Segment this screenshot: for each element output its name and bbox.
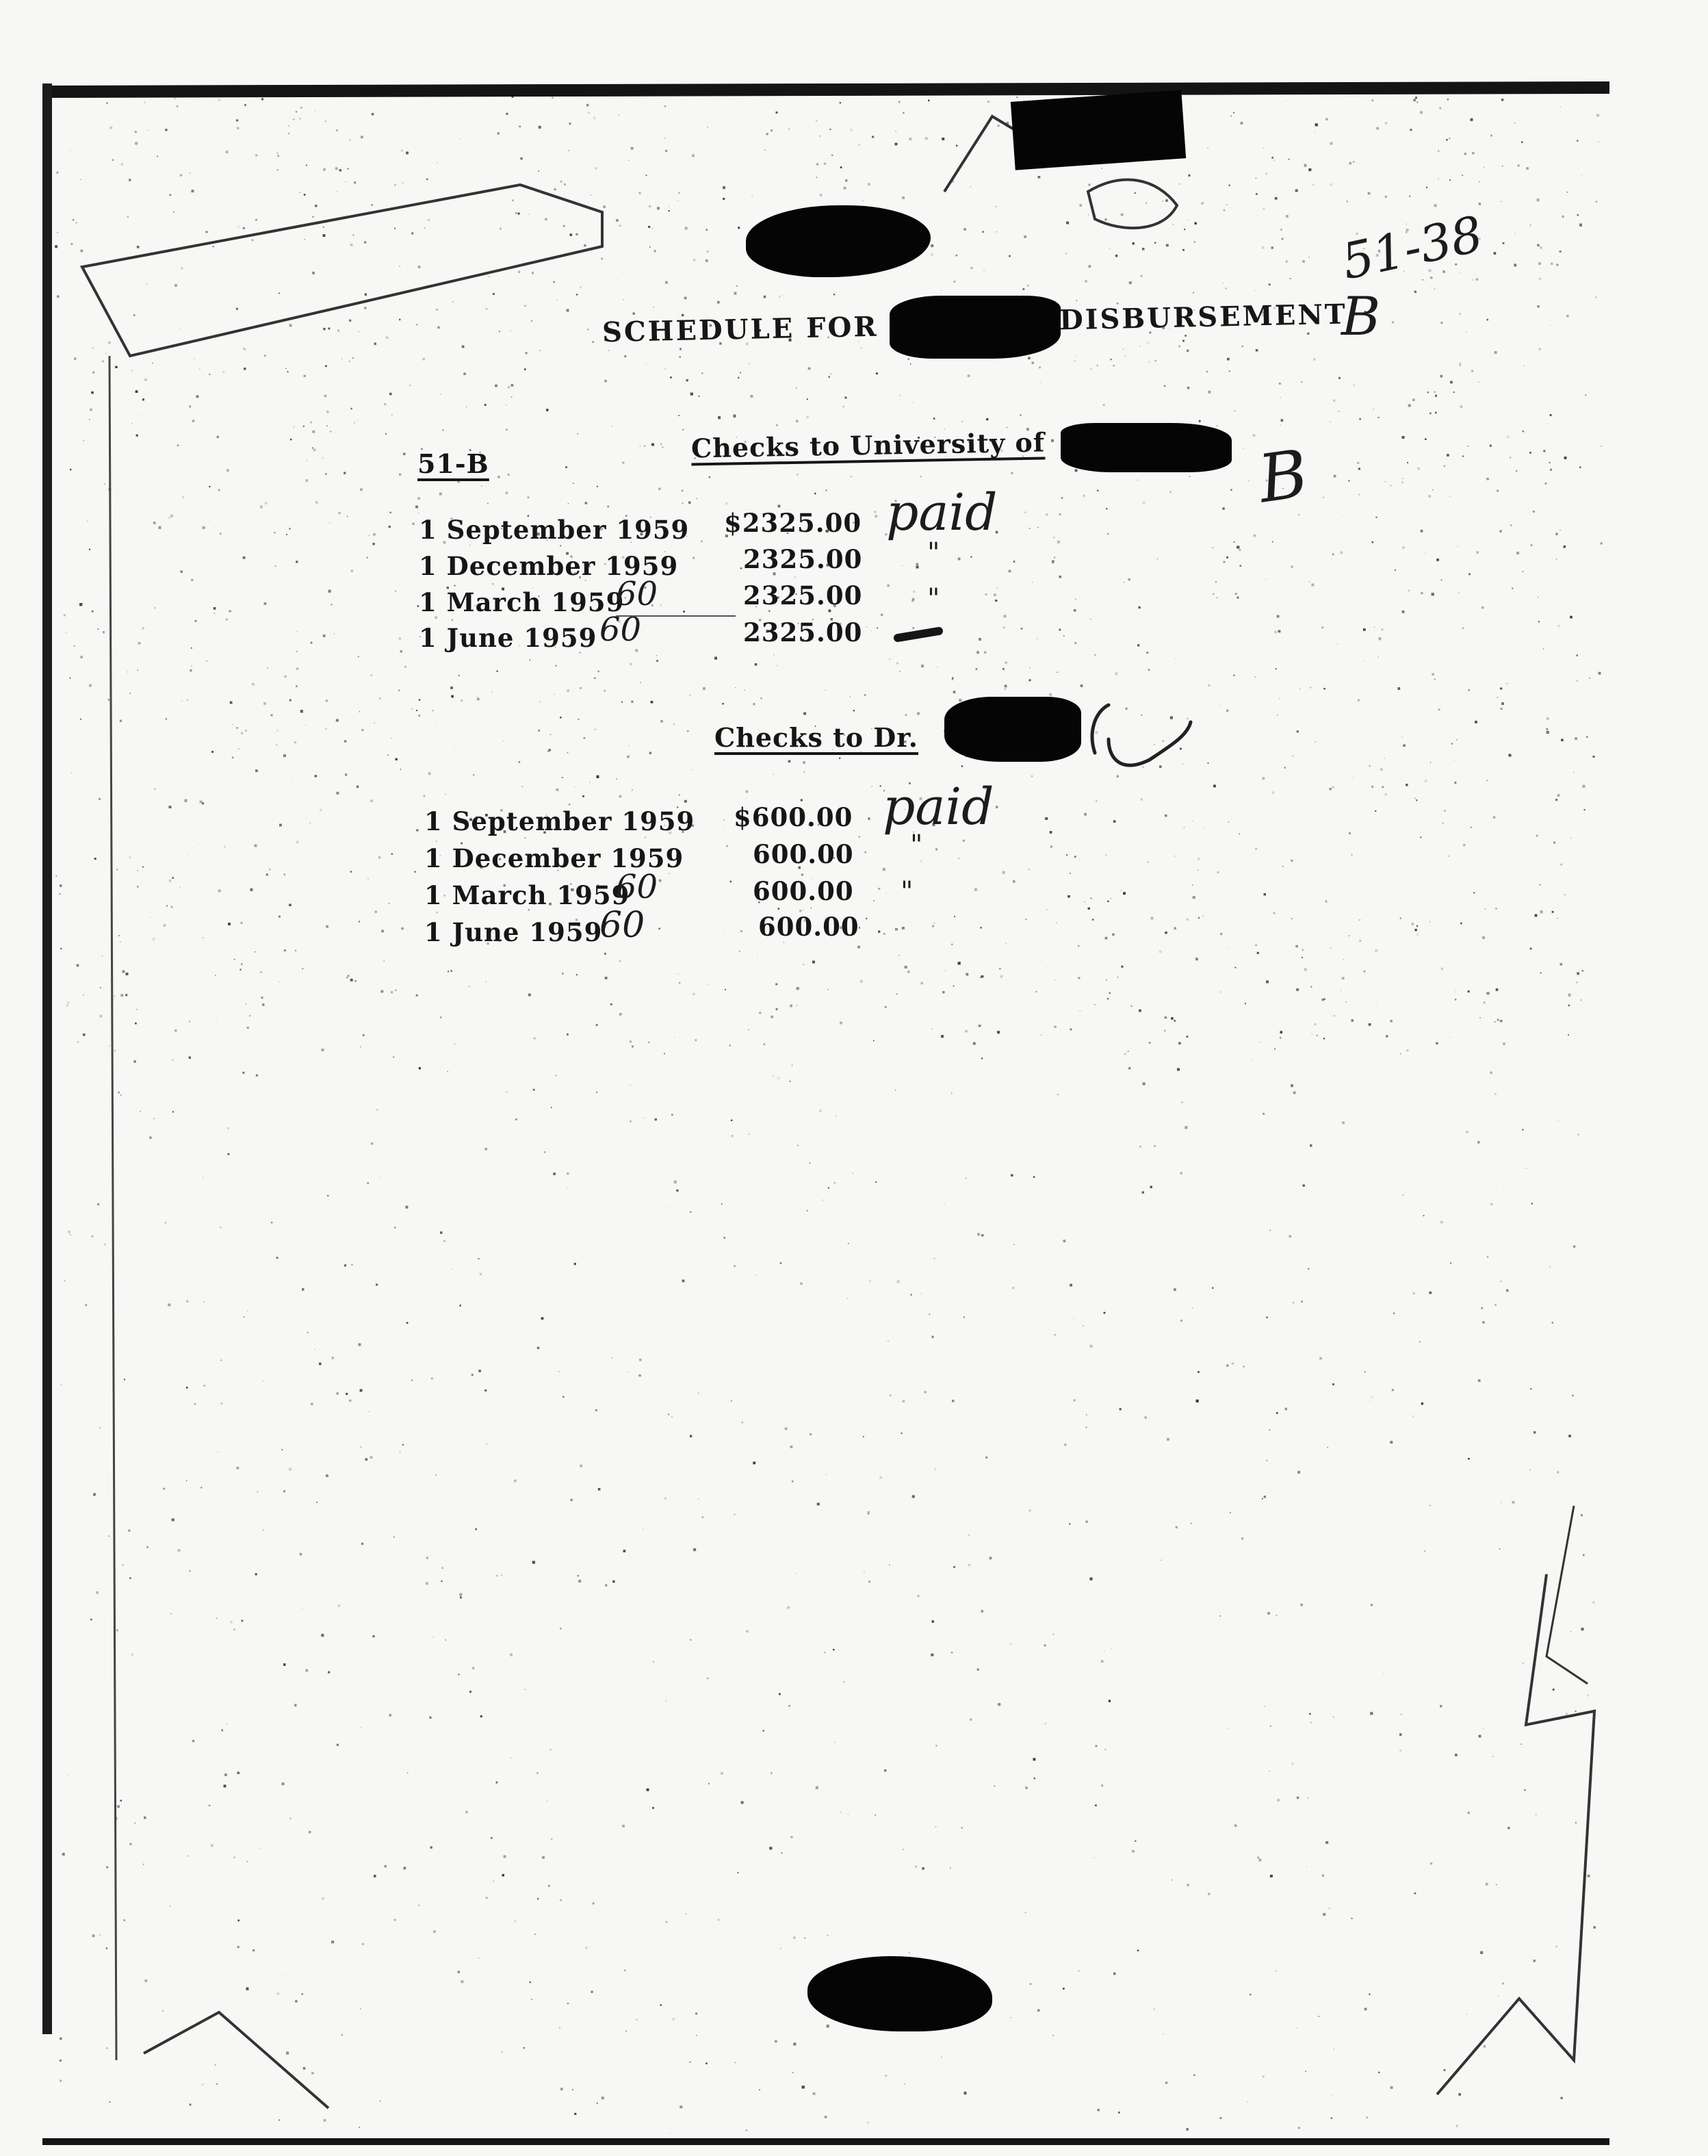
- redaction-university: [1061, 423, 1232, 472]
- university-row-date: 1 June 1959: [419, 623, 597, 653]
- university-row-amount: 2325.00: [743, 580, 863, 611]
- redaction-top-blot: [746, 205, 931, 277]
- university-row-amount: 2325.00: [743, 617, 863, 647]
- doctor-row-amount: $600.00: [734, 802, 853, 832]
- university-row-date: 1 September 1959: [419, 515, 690, 545]
- doctor-row-correction: 60: [616, 868, 658, 906]
- doctor-row-correction: 60: [599, 905, 645, 946]
- doctor-row-amount: 600.00: [753, 839, 854, 869]
- university-row-amount: 2325.00: [743, 544, 863, 574]
- university-row-date: 1 March 1959: [419, 587, 625, 617]
- doctor-row-date: 1 June 1959: [424, 917, 603, 947]
- university-row-correction: 60: [616, 575, 658, 613]
- doctor-row-date: 1 December 1959: [424, 843, 684, 873]
- doctor-row-note: paid: [883, 778, 994, 836]
- page-edge-bottom: [42, 2138, 1609, 2145]
- university-row-date: 1 December 1959: [419, 551, 679, 581]
- university-row-note: ": [927, 537, 940, 569]
- redaction-bottom-blot: [807, 1956, 992, 2031]
- university-row-correction: 60: [599, 611, 642, 649]
- section-code: 51-B: [417, 448, 489, 479]
- university-row-note: paid: [886, 483, 998, 542]
- section-doctor-title: Checks to Dr.: [714, 722, 918, 753]
- doctor-row-amount: 600.00: [753, 876, 854, 906]
- redaction-heading: [890, 296, 1061, 359]
- doctor-row-note: ": [910, 830, 923, 861]
- page-edge-left: [42, 84, 52, 2034]
- doctor-row-amount: 600.00: [758, 912, 859, 942]
- heading-mark: B: [1341, 286, 1381, 348]
- doctor-row-note: ": [901, 876, 914, 908]
- doctor-row-date: 1 September 1959: [424, 806, 695, 836]
- university-row-note: ": [927, 583, 940, 615]
- university-row-amount: $2325.00: [724, 508, 862, 538]
- redaction-doctor: [944, 697, 1081, 762]
- doctor-row-date: 1 March 1959: [424, 880, 630, 910]
